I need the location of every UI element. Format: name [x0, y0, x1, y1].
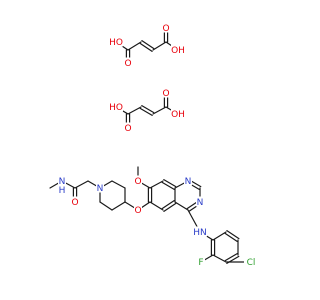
atom-chloro: Cl: [244, 256, 258, 268]
bond: [224, 232, 238, 242]
bond: [224, 253, 238, 262]
atom-label-background: [124, 57, 132, 68]
atom-label-background: [197, 256, 205, 267]
bond: [161, 200, 175, 210]
atom-label: O: [134, 177, 141, 187]
bond: [139, 42, 153, 52]
bond: [127, 41, 142, 51]
bond: [212, 231, 227, 241]
atom-label: HN: [193, 228, 207, 238]
atom-pip-n: N: [96, 182, 104, 194]
atom-label-background: [134, 175, 142, 186]
bond: [127, 106, 142, 115]
atom-label-background: [109, 36, 123, 47]
bond: [163, 202, 177, 212]
bond: [149, 201, 164, 211]
atom-qz-n1: N: [184, 175, 192, 187]
atom-label: HO: [109, 38, 123, 48]
atom-label: O: [124, 59, 131, 69]
atom-label: O: [71, 198, 78, 208]
atom-label-background: [58, 175, 66, 195]
atom-label: F: [198, 258, 203, 268]
bond: [152, 41, 167, 51]
atom-fluoro: F: [197, 256, 205, 268]
bond: [111, 201, 126, 211]
atom-amide-o: O: [71, 196, 79, 208]
atom-label: O: [134, 206, 141, 216]
bond: [99, 201, 113, 211]
atom-label-background: [162, 87, 170, 98]
atom-label-background: [124, 122, 132, 133]
atom-qz-n3: N: [196, 196, 204, 208]
bond: [111, 180, 126, 189]
atom-fa1-oa: O: [124, 57, 132, 69]
atom-label: HO: [109, 103, 123, 113]
atom-fa2-oa: O: [124, 122, 132, 134]
atom-label-background: [171, 44, 185, 55]
atom-label-background: [71, 196, 79, 207]
atom-fa1-o2: OH: [171, 44, 185, 56]
atom-fa2-o1: HO: [109, 101, 123, 113]
bond-layer: [49, 27, 252, 264]
atom-aniline-nh: HN: [193, 226, 207, 238]
atom-label-background: [96, 182, 104, 193]
atom-fa1-o1: HO: [109, 36, 123, 48]
atom-label: N: [97, 184, 104, 194]
bond: [212, 254, 227, 263]
atom-label: N: [197, 198, 204, 208]
bond: [161, 181, 175, 190]
atom-label-background: [196, 196, 204, 207]
atom-methoxy-o: O: [134, 175, 142, 187]
atom-label: O: [124, 124, 131, 134]
atom-fa1-ob: O: [162, 22, 170, 34]
atom-ether-o: O: [134, 204, 142, 216]
atom-label: OH: [171, 110, 185, 120]
atom-label-background: [184, 175, 192, 186]
bond: [74, 180, 89, 189]
bond: [163, 179, 177, 188]
atom-fa2-ob: O: [162, 87, 170, 99]
bond: [141, 105, 155, 114]
atom-label: N: [185, 177, 192, 187]
atom-label-background: [244, 256, 258, 267]
atom-label: OH: [171, 46, 185, 56]
bond: [152, 106, 167, 115]
atom-label-background: [171, 108, 185, 119]
atom-label-background: [134, 204, 142, 215]
bond: [141, 40, 155, 50]
bond: [226, 230, 240, 240]
atom-label: O: [162, 89, 169, 99]
bond: [174, 201, 189, 211]
atom-label-background: [193, 226, 207, 237]
atom-label: Cl: [247, 258, 256, 268]
atom-label-background: [162, 22, 170, 33]
atom-label-background: [109, 101, 123, 112]
bond: [149, 180, 164, 189]
atom-label: O: [162, 24, 169, 34]
atom-fa2-o2: OH: [171, 108, 185, 120]
bond: [139, 107, 153, 116]
